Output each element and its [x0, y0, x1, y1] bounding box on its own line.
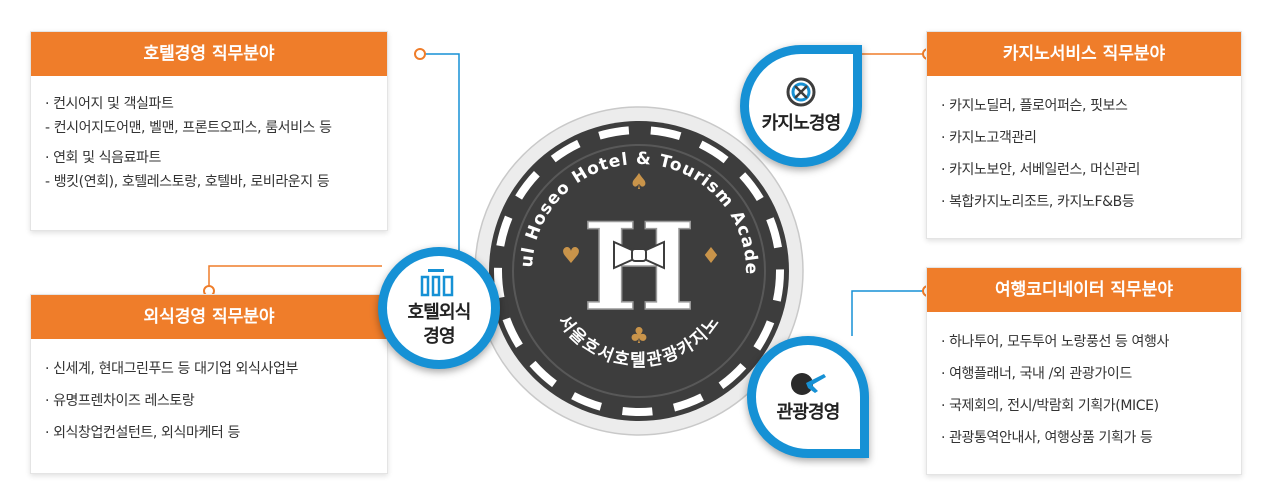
- list-item-text: 국제회의, 전시/박람회 기획가(MICE): [949, 398, 1159, 414]
- list-item: ·관광통역안내사, 여행상품 기획가 등: [941, 426, 1233, 450]
- bubble-label-line2: 경영: [423, 326, 455, 347]
- bullet: ·: [941, 398, 946, 414]
- chip-body: [489, 121, 789, 421]
- list-item-sub: - 컨시어지도어맨, 벨맨, 프론트오피스, 룸서비스 등: [45, 120, 332, 136]
- bubble-label: 카지노경영: [761, 113, 842, 134]
- bullet: ·: [45, 393, 50, 409]
- list-item: ·카지노보안, 서베일런스, 머신관리: [941, 158, 1233, 182]
- diamond-icon: ♦: [701, 244, 721, 269]
- bubble-label: 관광경영: [776, 402, 840, 423]
- spade-icon: ♠: [629, 170, 649, 195]
- list-item: ·신세계, 현대그린푸드 등 대기업 외식사업부: [45, 357, 379, 381]
- list-item: ·유명프렌차이즈 레스토랑: [45, 389, 379, 413]
- panel-hotel-list: ·컨시어지 및 객실파트- 컨시어지도어맨, 벨맨, 프론트오피스, 룸서비스 …: [45, 92, 379, 200]
- list-item-main: 연회 및 식음료파트: [53, 150, 162, 166]
- bullet: ·: [45, 361, 50, 377]
- bullet: ·: [45, 425, 50, 441]
- panel-tour-title: 여행코디네이터 직무분야: [927, 268, 1241, 312]
- list-item-main: 컨시어지 및 객실파트: [53, 96, 174, 112]
- bullet: ·: [941, 194, 946, 210]
- connector-tour-line: [851, 290, 928, 336]
- list-item-text: 여행플래너, 국내 /외 관광가이드: [949, 366, 1132, 382]
- list-item: ·국제회의, 전시/박람회 기획가(MICE): [941, 394, 1233, 418]
- bullet: ·: [45, 150, 50, 166]
- panel-casino-service: 카지노서비스 직무분야 ·카지노딜러, 플로어퍼슨, 핏보스 ·카지노고객관리 …: [926, 31, 1242, 239]
- panel-hotel-title: 호텔경영 직무분야: [31, 32, 387, 76]
- list-item-text: 카지노보안, 서베일런스, 머신관리: [949, 162, 1140, 178]
- list-item-text: 카지노고객관리: [949, 130, 1037, 146]
- list-item: ·카지노고객관리: [941, 126, 1233, 150]
- list-item-sub: - 뱅킷(연회), 호텔레스토랑, 호텔바, 로비라운지 등: [45, 174, 330, 190]
- panel-tour-coordinator: 여행코디네이터 직무분야 ·하나투어, 모두투어 노랑풍선 등 여행사 ·여행플…: [926, 267, 1242, 475]
- list-item: ·여행플래너, 국내 /외 관광가이드: [941, 362, 1233, 386]
- connector-food-line: [208, 265, 382, 291]
- emblem-letter: H: [582, 197, 695, 338]
- list-item: ·연회 및 식음료파트 - 뱅킷(연회), 호텔레스토랑, 호텔바, 로비라운지 …: [45, 146, 379, 194]
- chip-dash-ring: [494, 126, 784, 416]
- panel-hotel-management: 호텔경영 직무분야 ·컨시어지 및 객실파트- 컨시어지도어맨, 벨맨, 프론트…: [30, 31, 388, 231]
- bubble-tourism-management: 관광경영: [747, 336, 869, 458]
- list-item: ·복합카지노리조트, 카지노F&B등: [941, 190, 1233, 214]
- bullet: ·: [941, 430, 946, 446]
- list-item-text: 외식창업컨설턴트, 외식마케터 등: [53, 425, 240, 441]
- bubble-label-line1: 호텔외식: [407, 302, 471, 323]
- bullet: ·: [941, 366, 946, 382]
- bullet: ·: [45, 96, 50, 112]
- list-item-text: 카지노딜러, 플로어퍼슨, 핏보스: [949, 98, 1128, 114]
- list-item-text: 유명프렌차이즈 레스토랑: [53, 393, 195, 409]
- bullet: ·: [941, 334, 946, 350]
- bubble-casino-management: 카지노경영: [740, 45, 862, 167]
- bullet: ·: [941, 98, 946, 114]
- hotel-building-icon: [420, 269, 454, 297]
- bowtie-icon: [613, 240, 665, 270]
- connector-hotel-line: [420, 53, 460, 262]
- list-item: ·컨시어지 및 객실파트 - 컨시어지도어맨, 벨맨, 프론트오피스, 룸서비스 …: [45, 92, 379, 140]
- airplane-travel-icon: [791, 373, 826, 395]
- panel-food-management: 외식경영 직무분야 ·신세계, 현대그린푸드 등 대기업 외식사업부 ·유명프렌…: [30, 294, 388, 474]
- list-item-text: 신세계, 현대그린푸드 등 대기업 외식사업부: [53, 361, 298, 377]
- list-item-text: 관광통역안내사, 여행상품 기획가 등: [949, 430, 1153, 446]
- list-item: ·외식창업컨설턴트, 외식마케터 등: [45, 421, 379, 445]
- list-item: ·카지노딜러, 플로어퍼슨, 핏보스: [941, 94, 1233, 118]
- heart-icon: ♥: [561, 244, 581, 269]
- panel-tour-list: ·하나투어, 모두투어 노랑풍선 등 여행사 ·여행플래너, 국내 /외 관광가…: [941, 330, 1233, 458]
- chip-inner-ring: [512, 144, 766, 398]
- panel-casino-title: 카지노서비스 직무분야: [927, 32, 1241, 76]
- list-item-text: 하나투어, 모두투어 노랑풍선 등 여행사: [949, 334, 1169, 350]
- list-item: ·하나투어, 모두투어 노랑풍선 등 여행사: [941, 330, 1233, 354]
- club-icon: ♣: [629, 324, 649, 349]
- bubble-hotel-food-management: 호텔외식 경영: [378, 247, 500, 369]
- list-item-text: 복합카지노리조트, 카지노F&B등: [949, 194, 1135, 210]
- panel-food-list: ·신세계, 현대그린푸드 등 대기업 외식사업부 ·유명프렌차이즈 레스토랑 ·…: [45, 357, 379, 453]
- panel-casino-list: ·카지노딜러, 플로어퍼슨, 핏보스 ·카지노고객관리 ·카지노보안, 서베일런…: [941, 94, 1233, 222]
- roulette-wheel-icon: [786, 77, 816, 107]
- panel-food-title: 외식경영 직무분야: [31, 295, 387, 339]
- connector-hotel-dot: [414, 48, 426, 60]
- bullet: ·: [941, 162, 946, 178]
- center-casino-chip-emblem: Seoul Hoseo Hotel & Tourism Academy 서울호서…: [473, 105, 804, 436]
- bullet: ·: [941, 130, 946, 146]
